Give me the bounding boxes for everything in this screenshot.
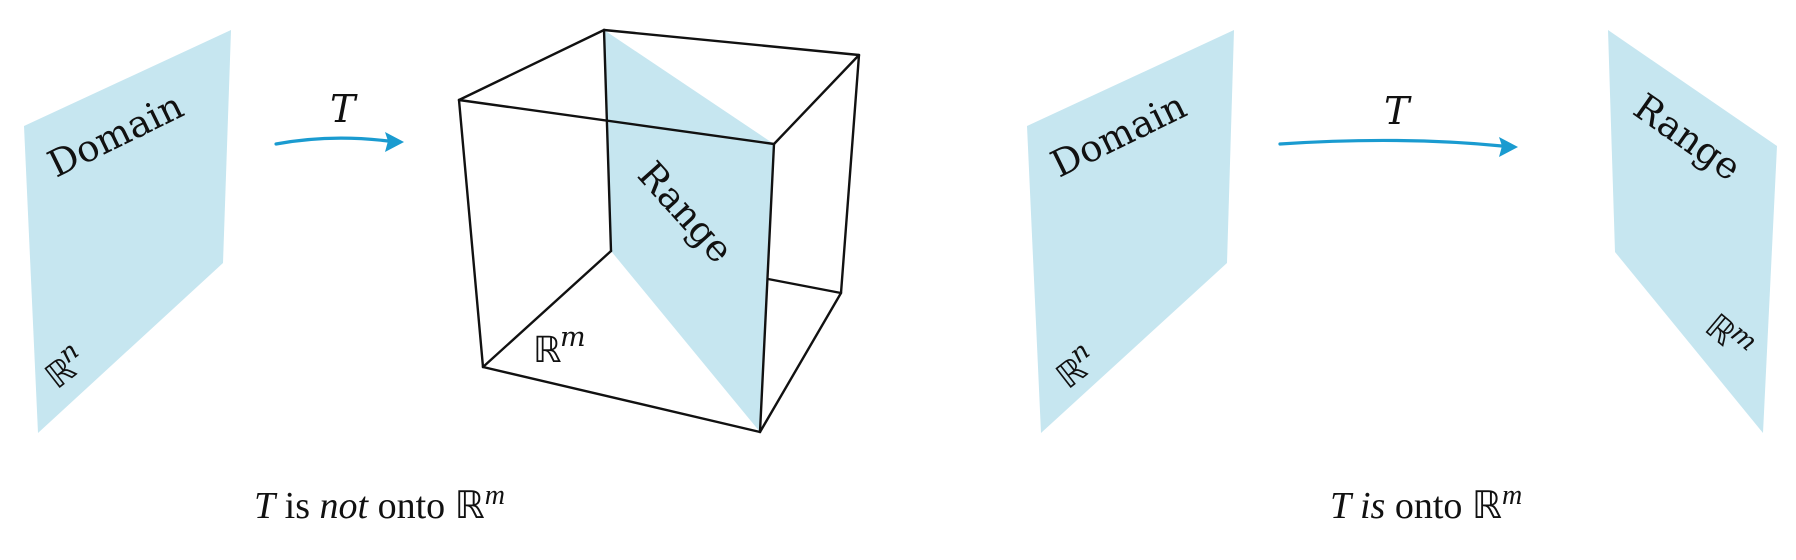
codomain-cube (457, 28, 861, 434)
left-domain-plane (24, 30, 231, 433)
svg-text:ℝ: ℝ (533, 330, 562, 371)
left-caption: T is not onto ℝm (254, 480, 505, 527)
left-map-label: T (330, 87, 358, 131)
right-caption: T is onto ℝm (1330, 480, 1522, 527)
left-codomain-space-label: ℝ m (533, 322, 586, 371)
right-map-arrowhead (1499, 137, 1518, 157)
right-figure: Domain ℝ n T Range ℝ m T is onto ℝm (1027, 30, 1777, 527)
left-figure: Domain ℝ n T Range (24, 28, 861, 527)
left-map-arrowhead (385, 132, 404, 152)
right-range-plane (1608, 30, 1777, 433)
range-plane (604, 30, 774, 432)
right-map-label: T (1384, 89, 1412, 133)
svg-text:m: m (560, 322, 586, 353)
right-domain-plane (1027, 30, 1234, 433)
right-map-arrow (1278, 138, 1504, 148)
left-map-arrow (274, 136, 390, 146)
